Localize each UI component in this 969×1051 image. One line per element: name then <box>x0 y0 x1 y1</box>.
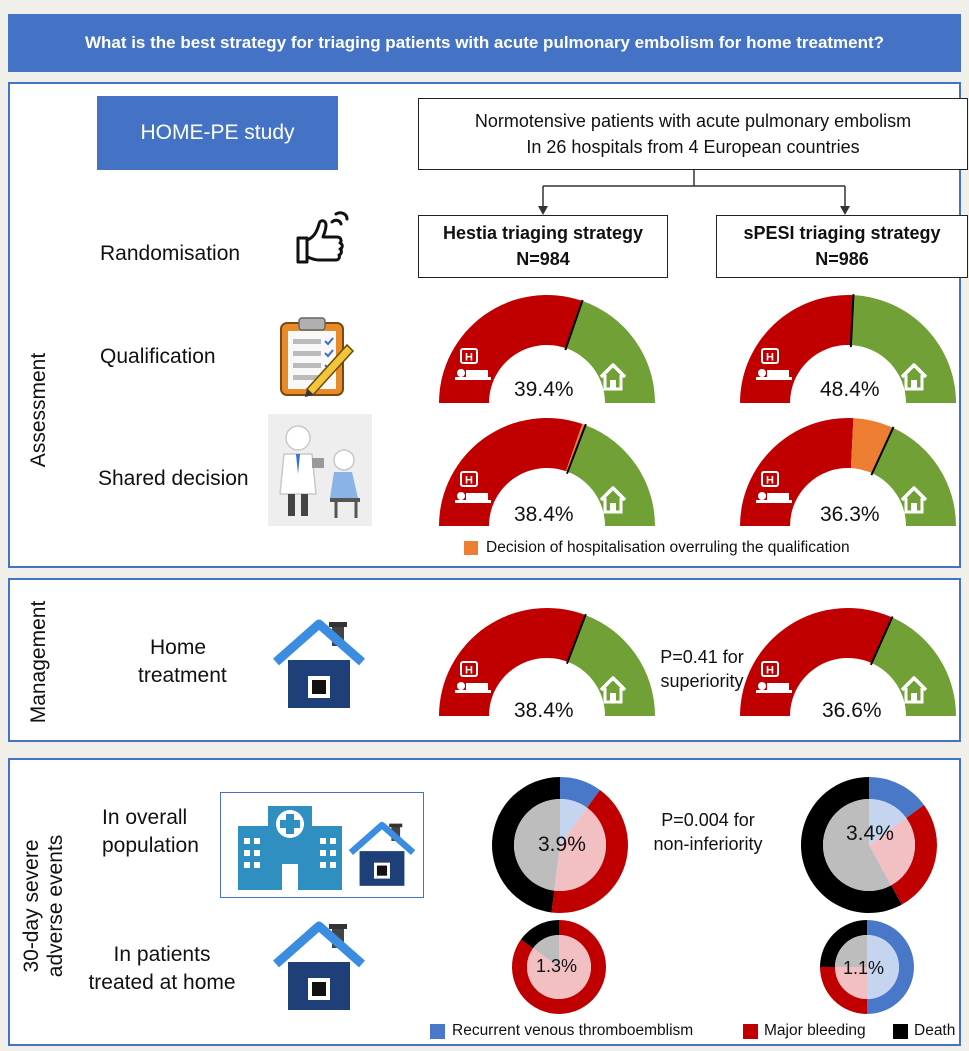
spesi-arm-n: N=986 <box>815 248 869 269</box>
shared-spesi-pct: 36.3% <box>820 503 880 526</box>
clipboard-checklist-icon <box>280 317 355 397</box>
qualification-label: Qualification <box>100 345 216 368</box>
doctor-patient-icon <box>268 414 372 526</box>
home-patients-line1: In patients <box>113 943 211 966</box>
gauge-home-treatment-spesi: H <box>740 608 956 716</box>
randomisation-label: Randomisation <box>100 242 241 265</box>
overall-line1: In overall <box>102 806 188 829</box>
study-label: HOME-PE study <box>140 121 295 144</box>
home-patients-label: In patients treated at home <box>78 941 246 998</box>
title-banner: What is the best strategy for triaging p… <box>8 14 961 72</box>
svg-text:H: H <box>766 665 774 677</box>
house-icon <box>273 921 365 1010</box>
shared-decision-label: Shared decision <box>98 467 249 490</box>
adverse-events-panel <box>8 758 961 1046</box>
donut-home-hestia <box>512 920 606 1014</box>
p-noninferiority-line1: P=0.004 for <box>661 810 755 830</box>
overall-population-label: In overall population <box>102 804 199 861</box>
overall-line2: population <box>102 834 199 858</box>
p-superiority-line1: P=0.41 for <box>660 647 744 667</box>
p-superiority-line2: superiority <box>660 671 744 692</box>
p-noninferiority-line2: non-inferiority <box>653 834 763 855</box>
p-noninferiority: P=0.004 for non-inferiority <box>632 808 784 857</box>
donut-overall-spesi <box>801 777 937 913</box>
svg-text:H: H <box>766 352 774 364</box>
svg-text:H: H <box>465 665 473 677</box>
home-spesi-pct: 36.6% <box>822 699 882 722</box>
population-line2: In 26 hospitals from 4 European countrie… <box>526 137 860 157</box>
gauge-shared-decision-spesi: H <box>740 418 956 526</box>
gauge-qualification-hestia: H <box>439 295 655 403</box>
svg-text:H: H <box>465 475 473 487</box>
house-icon <box>348 821 416 886</box>
overall-spesi-pct: 3.4% <box>846 822 894 845</box>
donut-overall-hestia <box>491 777 628 913</box>
death-legend-text: Death <box>914 1022 956 1039</box>
vte-legend-swatch <box>430 1024 445 1039</box>
gauge-qualification-spesi: H <box>740 294 956 403</box>
hestia-arm-n: N=984 <box>516 248 570 269</box>
svg-text:H: H <box>465 352 473 364</box>
hestia-arm-box: Hestia triaging strategy N=984 <box>418 215 668 278</box>
hestia-arm-name: Hestia triaging strategy <box>442 223 644 244</box>
home-treatment-label: Home treatment <box>138 634 227 691</box>
overrule-legend-swatch <box>464 541 478 555</box>
study-label-box: HOME-PE study <box>97 96 338 170</box>
p-superiority: P=0.41 for superiority <box>650 645 754 694</box>
bleeding-legend-text: Major bleeding <box>764 1022 866 1039</box>
home-treatment-line1: Home <box>149 636 207 659</box>
thumbs-up-icon <box>296 211 349 264</box>
bleeding-legend-swatch <box>743 1024 758 1039</box>
home-hestia-donut-pct: 1.3% <box>536 956 578 976</box>
donut-home-spesi <box>820 920 914 1014</box>
home-treatment-line2: treatment <box>138 664 227 688</box>
death-legend-swatch <box>893 1024 908 1039</box>
spesi-arm-name: sPESI triaging strategy <box>743 223 941 244</box>
shared-hestia-pct: 38.4% <box>514 503 574 526</box>
svg-text:H: H <box>766 475 774 487</box>
qual-spesi-pct: 48.4% <box>820 378 880 401</box>
qual-hestia-pct: 39.4% <box>514 378 574 401</box>
home-patients-line2: treated at home <box>88 971 236 995</box>
population-box: Normotensive patients with acute pulmona… <box>418 98 968 170</box>
gauge-home-treatment-hestia: H <box>439 608 655 716</box>
population-line1: Normotensive patients with acute pulmona… <box>474 110 912 131</box>
house-icon <box>273 619 365 708</box>
overall-hestia-pct: 3.9% <box>538 833 586 856</box>
hospital-icon <box>238 806 342 890</box>
overrule-legend-text: Decision of hospitalisation overruling t… <box>486 539 850 556</box>
vte-legend-text: Recurrent venous thromboemblism <box>452 1022 694 1039</box>
home-hestia-pct: 38.4% <box>514 699 574 722</box>
gauge-shared-decision-hestia: H <box>439 418 655 526</box>
home-spesi-donut-pct: 1.1% <box>843 958 885 978</box>
page-title: What is the best strategy for triaging p… <box>84 33 885 52</box>
spesi-arm-box: sPESI triaging strategy N=986 <box>716 215 968 278</box>
